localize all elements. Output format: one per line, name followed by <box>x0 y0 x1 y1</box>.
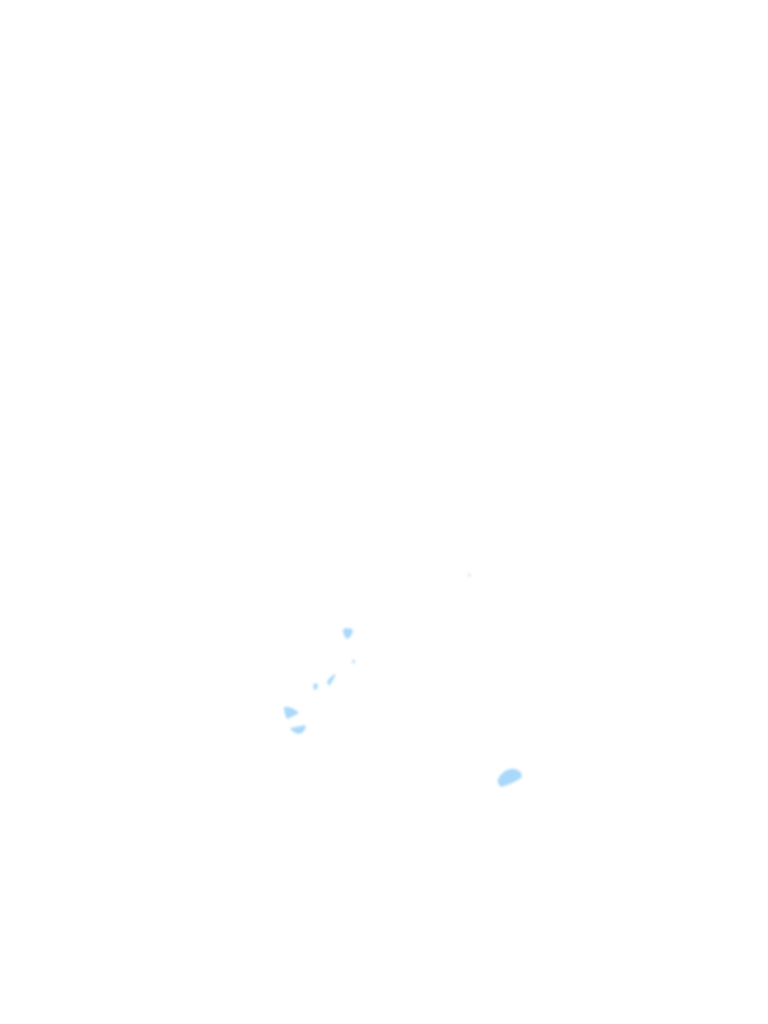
water-body <box>343 628 353 639</box>
water-body <box>290 725 306 734</box>
water-body <box>497 768 522 787</box>
water-body <box>327 674 336 686</box>
water-body <box>284 706 299 719</box>
water-body <box>352 659 355 664</box>
water-body <box>313 683 318 690</box>
water-body <box>468 573 471 577</box>
